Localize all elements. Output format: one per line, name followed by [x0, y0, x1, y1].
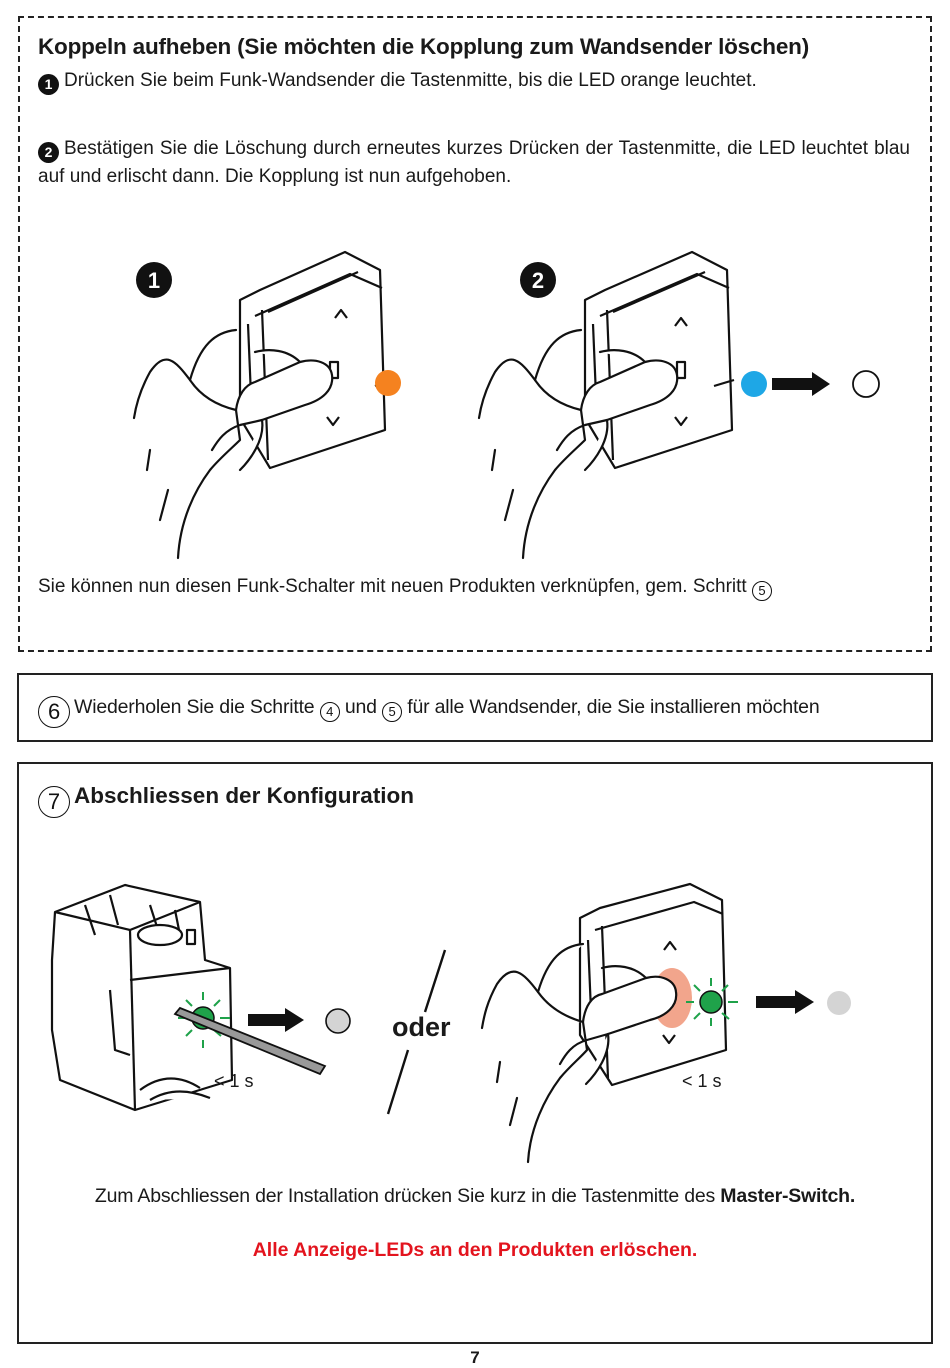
step-7-title: Abschliessen der Konfiguration	[74, 783, 415, 808]
unpair-section-frame	[18, 16, 932, 652]
step-6-text-b: und	[344, 696, 377, 718]
master-switch-label: Master-Switch.	[720, 1185, 856, 1207]
step-7-number: 7	[38, 786, 70, 818]
duration-label-left: < 1 s	[214, 1071, 254, 1091]
step-ref-5b: 5	[382, 701, 403, 722]
step-ref-5: 5	[751, 580, 772, 601]
page-number: 7	[470, 1348, 480, 1367]
or-label: oder	[392, 1012, 451, 1042]
step-bullet-1: 1	[38, 73, 59, 95]
unpair-note-text: Sie können nun diesen Funk-Schalter mit …	[38, 576, 747, 597]
step-6-frame	[17, 673, 933, 742]
step-7-frame	[17, 762, 933, 1344]
step-7-instruction: Zum Abschliessen der Installation drücke…	[0, 1185, 950, 1208]
duration-label-right: < 1 s	[682, 1071, 722, 1091]
step-bullet-2: 2	[38, 141, 59, 163]
step-ref-4: 4	[319, 701, 340, 722]
step-7-warning: Alle Anzeige-LEDs an den Produkten erlös…	[252, 1239, 698, 1261]
unpair-step-1-text: Drücken Sie beim Funk-Wandsender die Tas…	[64, 70, 757, 91]
step-6-number: 6	[38, 696, 70, 728]
step-6-text-c: für alle Wandsender, die Sie installiere…	[407, 696, 820, 718]
unpair-title: Koppeln aufheben (Sie möchten die Kopplu…	[38, 34, 810, 59]
unpair-note: Sie können nun diesen Funk-Schalter mit …	[38, 576, 772, 601]
step-6-text-a: Wiederholen Sie die Schritte	[74, 696, 315, 718]
unpair-step-2-text: Bestätigen Sie die Löschung durch erneut…	[38, 138, 910, 187]
step-7-instruction-text: Zum Abschliessen der Installation drücke…	[94, 1185, 716, 1207]
